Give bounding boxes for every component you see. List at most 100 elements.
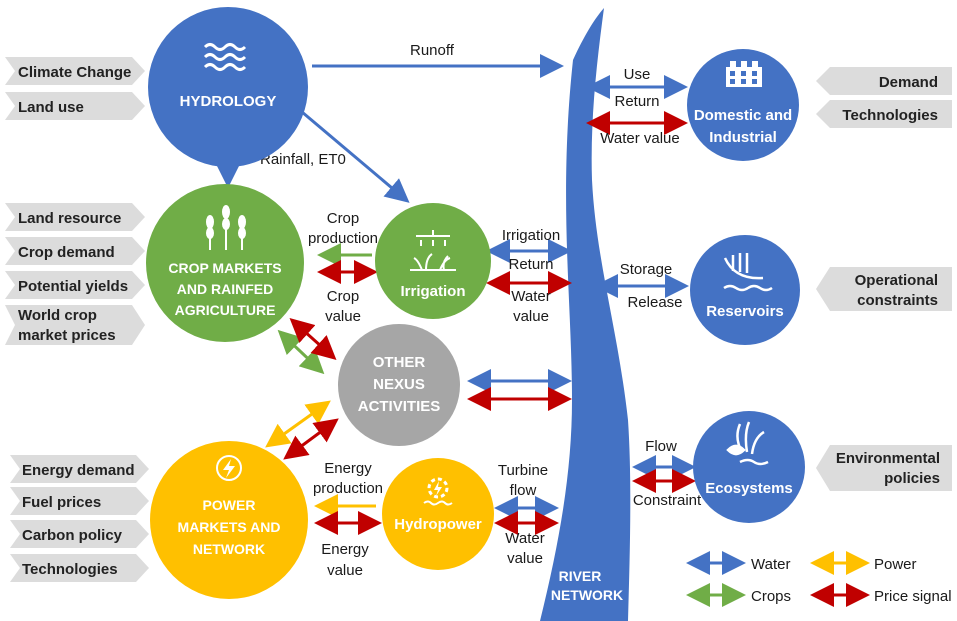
label-return-dom: Return — [614, 93, 659, 110]
label-crop-production-2: production — [308, 230, 378, 247]
svg-text:CROP MARKETS: CROP MARKETS — [168, 260, 281, 276]
input-tag-crop-demand: Crop demand — [5, 237, 145, 265]
svg-text:Operational: Operational — [855, 272, 938, 289]
label-crop-value-1: Crop — [327, 288, 360, 305]
node-domestic-industrial: Domestic and Industrial — [687, 49, 799, 161]
river-label-2: NETWORK — [551, 587, 623, 603]
input-tag-potential-yields: Potential yields — [5, 271, 145, 299]
turbine-icon — [423, 477, 453, 506]
label-rainfall: Rainfall, ET0 — [260, 151, 346, 168]
label-constraint: Constraint — [633, 492, 702, 509]
svg-text:NETWORK: NETWORK — [193, 541, 265, 557]
input-tag-operational-constraints: Operational constraints — [816, 267, 952, 311]
svg-text:AGRICULTURE: AGRICULTURE — [175, 302, 276, 318]
svg-text:MARKETS AND: MARKETS AND — [178, 519, 281, 535]
node-reservoirs: Reservoirs — [690, 235, 800, 345]
node-other-nexus: OTHER NEXUS ACTIVITIES — [338, 324, 460, 446]
label-energy-production-1: Energy — [324, 460, 372, 477]
legend: Water Power Crops Price signal — [686, 551, 952, 607]
svg-text:Reservoirs: Reservoirs — [706, 303, 784, 320]
node-hydropower: Hydropower — [382, 458, 494, 570]
label-crop-value-2: value — [325, 308, 361, 325]
node-ecosystems: Ecosystems — [693, 411, 805, 523]
svg-text:NEXUS: NEXUS — [373, 376, 425, 393]
label-irrigation-return: Return — [508, 256, 553, 273]
svg-text:constraints: constraints — [857, 292, 938, 309]
legend-power-label: Power — [874, 556, 917, 573]
arrow-rainfall-irrigation — [301, 110, 410, 203]
water-waves-icon — [203, 43, 247, 71]
label-flow: Flow — [645, 438, 677, 455]
input-tag-land-resource: Land resource — [5, 203, 145, 231]
svg-text:Irrigation: Irrigation — [400, 283, 465, 300]
svg-text:Potential yields: Potential yields — [18, 278, 128, 295]
arrow-power-other-red — [283, 418, 339, 460]
svg-text:Technologies: Technologies — [842, 107, 938, 124]
label-use: Use — [624, 66, 651, 83]
input-tag-carbon-policy: Carbon policy — [10, 520, 149, 548]
label-water-value-irr-1: Water — [511, 288, 550, 305]
input-tag-climate-change: Climate Change — [5, 57, 145, 85]
svg-text:Carbon policy: Carbon policy — [22, 527, 123, 544]
dam-icon — [723, 253, 773, 292]
svg-text:Fuel prices: Fuel prices — [22, 494, 101, 511]
svg-text:Domestic and: Domestic and — [694, 107, 792, 124]
svg-text:Climate Change: Climate Change — [18, 64, 131, 81]
label-crop-production-1: Crop — [327, 210, 360, 227]
label-water-value-dom: Water value — [600, 130, 679, 147]
label-release: Release — [627, 294, 682, 311]
label-water-value-hydro-1: Water — [505, 530, 544, 547]
svg-text:Ecosystems: Ecosystems — [705, 480, 793, 497]
svg-text:Hydropower: Hydropower — [394, 516, 482, 533]
svg-text:Industrial: Industrial — [709, 129, 777, 146]
input-tag-land-use: Land use — [5, 92, 145, 120]
lightning-icon — [216, 455, 242, 481]
river-label-1: RIVER — [559, 568, 602, 584]
label-water-value-hydro-2: value — [507, 550, 543, 567]
input-tag-demand: Demand — [816, 67, 952, 95]
svg-text:ACTIVITIES: ACTIVITIES — [358, 398, 441, 415]
node-hydrology: HYDROLOGY — [148, 7, 308, 167]
label-water-value-irr-2: value — [513, 308, 549, 325]
svg-text:policies: policies — [884, 470, 940, 487]
label-storage: Storage — [620, 261, 673, 278]
input-tag-world-crop-prices: World crop market prices — [5, 305, 145, 345]
label-energy-value-1: Energy — [321, 541, 369, 558]
svg-text:Land resource: Land resource — [18, 210, 121, 227]
wheat-icon — [206, 205, 246, 250]
label-runoff: Runoff — [410, 42, 455, 59]
input-tag-energy-demand: Energy demand — [10, 455, 149, 483]
reed-fish-icon — [726, 421, 769, 466]
svg-text:OTHER: OTHER — [373, 354, 426, 371]
svg-text:HYDROLOGY: HYDROLOGY — [180, 93, 277, 110]
input-tag-environmental-policies: Environmental policies — [816, 445, 952, 491]
svg-text:Energy demand: Energy demand — [22, 462, 135, 479]
arrow-power-other-yellow — [265, 400, 331, 448]
river-network-shape — [540, 8, 631, 621]
label-energy-value-2: value — [327, 562, 363, 579]
arrow-crop-other-red — [289, 317, 337, 361]
input-tag-technologies-left: Technologies — [10, 554, 149, 582]
node-power-markets: POWER MARKETS AND NETWORK — [150, 441, 308, 599]
input-tag-fuel-prices: Fuel prices — [10, 487, 149, 515]
svg-text:Crop demand: Crop demand — [18, 244, 115, 261]
svg-text:Land use: Land use — [18, 99, 84, 116]
label-turbine-flow-2: flow — [510, 482, 537, 499]
svg-text:World crop: World crop — [18, 307, 97, 324]
svg-text:Demand: Demand — [879, 74, 938, 91]
svg-text:AND RAINFED: AND RAINFED — [177, 281, 273, 297]
label-irrigation: Irrigation — [502, 227, 560, 244]
svg-text:POWER: POWER — [203, 497, 256, 513]
svg-text:market prices: market prices — [18, 327, 116, 344]
label-energy-production-2: production — [313, 480, 383, 497]
legend-price-label: Price signal — [874, 588, 952, 605]
node-irrigation: Irrigation — [375, 203, 491, 319]
input-tag-technologies-right: Technologies — [816, 100, 952, 128]
label-turbine-flow-1: Turbine — [498, 462, 548, 479]
legend-water-label: Water — [751, 556, 790, 573]
svg-text:Technologies: Technologies — [22, 561, 118, 578]
sprinkler-icon — [410, 230, 456, 271]
svg-text:Environmental: Environmental — [836, 450, 940, 467]
legend-crops-label: Crops — [751, 588, 791, 605]
